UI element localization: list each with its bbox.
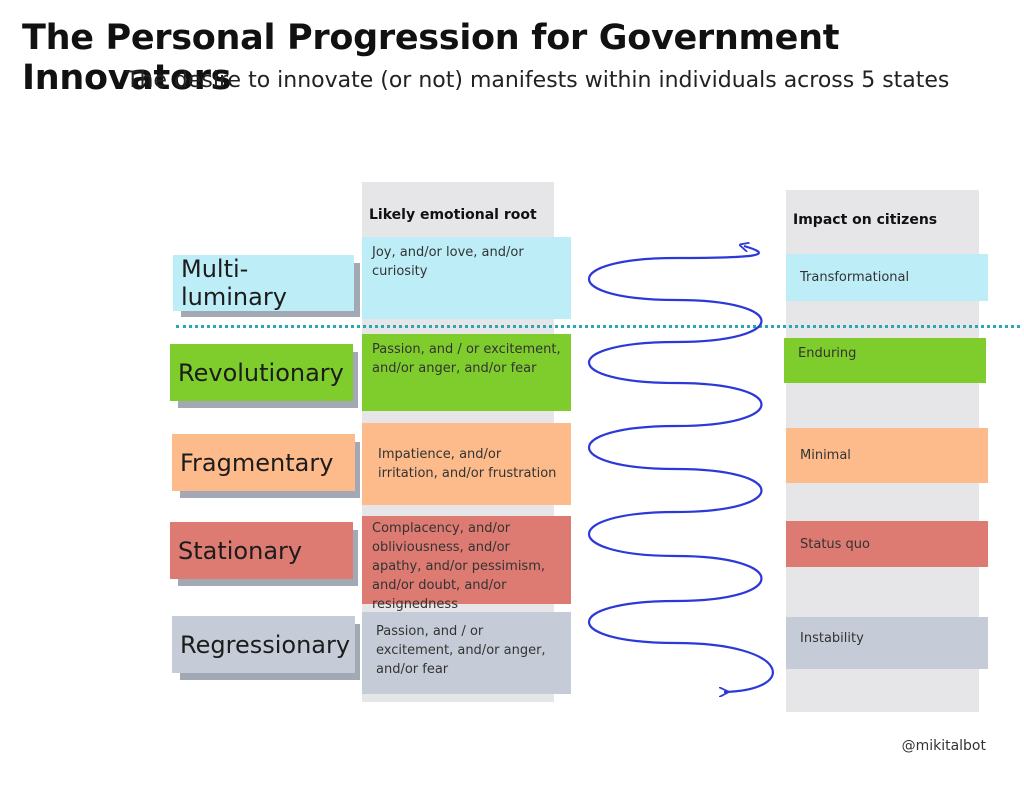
- state-stationary: Stationary: [170, 522, 353, 579]
- impact-status-quo: Status quo: [786, 521, 988, 567]
- dotted-divider: [176, 325, 1020, 328]
- state-fragmentary: Fragmentary: [172, 434, 355, 491]
- impact-instability: Instability: [786, 617, 988, 669]
- state-multi-luminary: Multi-luminary: [173, 255, 354, 311]
- state-regressionary: Regressionary: [172, 616, 355, 673]
- emotion-multi-luminary: Joy, and/or love, and/or curiosity: [362, 237, 571, 319]
- emotion-revolutionary: Passion, and / or excitement, and/or ang…: [362, 334, 571, 411]
- emotion-regressionary: Passion, and / or excitement, and/or ang…: [362, 612, 571, 694]
- impact-transformational: Transformational: [786, 254, 988, 301]
- impact-minimal: Minimal: [786, 428, 988, 483]
- page-subtitle: The desire to innovate (or not) manifest…: [126, 68, 950, 93]
- impact-enduring: Enduring: [784, 338, 986, 383]
- impact-header: Impact on citizens: [793, 212, 938, 228]
- emotion-fragmentary: Impatience, and/or irritation, and/or fr…: [362, 423, 571, 505]
- emotion-stationary: Complacency, and/or obliviousness, and/o…: [362, 516, 571, 612]
- page-title: The Personal Progression for Government …: [22, 18, 840, 98]
- spiral-path: [588, 246, 774, 692]
- state-revolutionary: Revolutionary: [170, 344, 353, 401]
- emotional-root-header: Likely emotional root: [369, 207, 537, 223]
- author-handle: @mikitalbot: [901, 738, 986, 754]
